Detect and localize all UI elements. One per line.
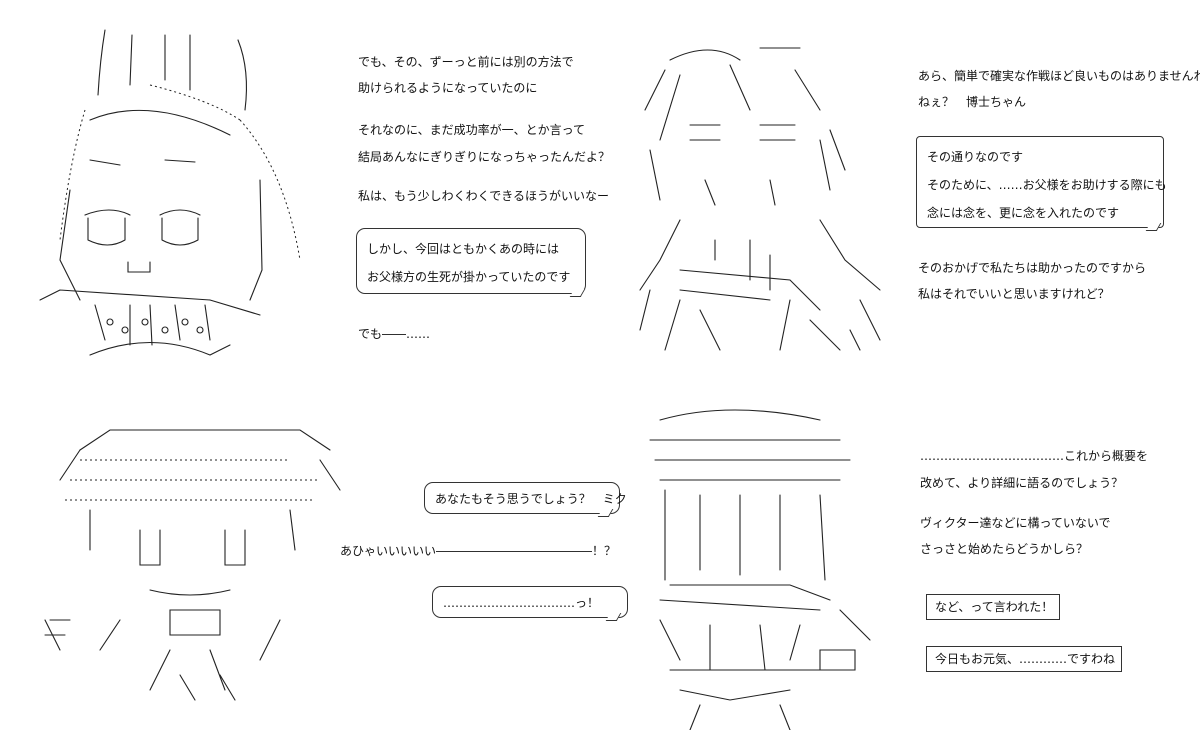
dialogue-line: ………………………………これから概要を <box>920 449 1149 463</box>
shout-line: あひゃいいいいい―――――――――――――！？ <box>340 544 617 558</box>
dialogue-line: あら、簡単で確実な作戦ほど良いものはありませんわ？ <box>918 69 1200 83</box>
bubble-line: あなたもそう思うでしょう？ ミク <box>435 492 627 506</box>
dialogue-line: それなのに、まだ成功率が一、とか言って <box>358 123 586 137</box>
character-illustration-left <box>39 29 301 356</box>
dialogue-line: 改めて、より詳細に語るのでしょう？ <box>920 476 1124 490</box>
character-illustration-tall <box>649 409 871 730</box>
dialogue-line: さっさと始めたらどうかしら？ <box>920 542 1089 556</box>
dialogue-line: ヴィクター達などに構っていないで <box>920 516 1111 530</box>
bubble-line: そのために、……お父様をお助けする際にも <box>927 178 1167 192</box>
dialogue-line: ねぇ？ 博士ちゃん <box>918 95 1027 109</box>
dialogue-line: 私はそれでいいと思いますけれど？ <box>918 287 1110 301</box>
panel-top-right: あら、簡単で確実な作戦ほど良いものはありませんわ？ ねぇ？ 博士ちゃん その通り… <box>600 0 1200 360</box>
dialogue-line: 結局あんなにぎりぎりになっちゃったんだよ？ <box>358 150 611 164</box>
speech-bubble: ……………………………っ！ <box>432 586 628 618</box>
character-illustration-small <box>44 429 341 701</box>
panel-top-left: でも、その、ずーっと前には別の方法で 助けられるようになっていたのに それなのに… <box>0 0 610 360</box>
speech-bubble: その通りなのです そのために、……お父様をお助けする際にも 念には念を、更に念を… <box>916 136 1167 228</box>
bubble-line: その通りなのです <box>927 150 1024 164</box>
bubble-line: しかし、今回はともかくあの時には <box>367 242 560 256</box>
bubble-line: ……………………………っ！ <box>443 596 600 610</box>
speech-bubble: あなたもそう思うでしょう？ ミク <box>424 482 627 514</box>
dialogue-line: 私は、もう少しわくわくできるほうがいいなー <box>358 189 610 203</box>
dialogue-line: でも、その、ずーっと前には別の方法で <box>358 55 574 69</box>
dialogue-line: でも――…… <box>358 327 431 341</box>
caption-box: 今日もお元気、…………ですわね <box>926 646 1122 672</box>
speech-bubble: しかし、今回はともかくあの時には お父様方の生死が掛かっていたのです <box>356 228 586 294</box>
character-illustration-right <box>639 47 881 351</box>
dialogue-line: そのおかげで私たちは助かったのですから <box>918 261 1147 275</box>
bubble-line: 念には念を、更に念を入れたのです <box>927 206 1120 220</box>
panel-bottom-right: ………………………………これから概要を 改めて、より詳細に語るのでしょう？ ヴィ… <box>640 360 1200 730</box>
panel-bottom-left: あなたもそう思うでしょう？ ミク あひゃいいいいい―――――――――――――！？… <box>0 360 640 701</box>
dialogue-line: 助けられるようになっていたのに <box>358 81 538 95</box>
bubble-line: お父様方の生死が掛かっていたのです <box>367 270 571 284</box>
caption-box: など、って言われた！ <box>926 594 1060 620</box>
